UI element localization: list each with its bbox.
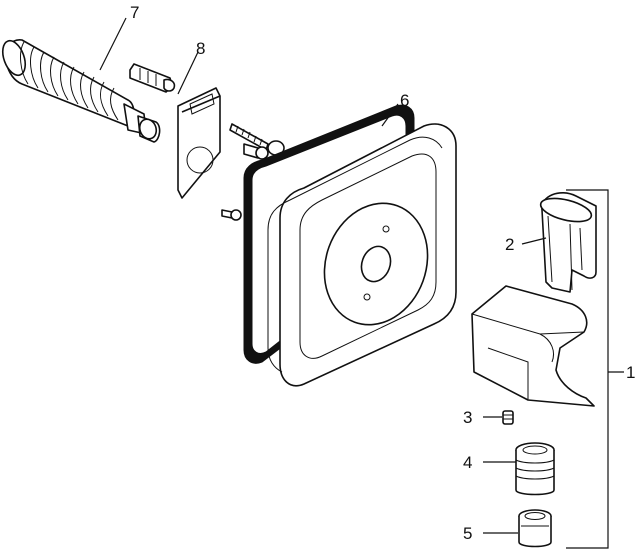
callout-2: 2 (505, 235, 514, 254)
leader-2 (521, 237, 547, 245)
leader-lines (99, 17, 624, 549)
callout-4: 4 (463, 453, 472, 472)
callout-6: 6 (400, 91, 409, 110)
leader-7 (99, 17, 127, 71)
part-5-sleeve (518, 509, 552, 548)
leader-6 (381, 103, 399, 127)
leader-8 (177, 51, 199, 95)
wall-holder-block (471, 285, 595, 407)
part-4-connector (515, 442, 555, 496)
part-3-grub-screw (502, 410, 514, 425)
callout-1: 1 (626, 363, 635, 382)
callout-7: 7 (130, 3, 139, 22)
wall-dowel (129, 63, 176, 93)
callout-labels: 7 8 6 2 1 3 4 5 (130, 3, 635, 543)
part-7-flexible-hose (1, 39, 161, 143)
small-screw-upper (243, 143, 269, 160)
callout-8: 8 (196, 39, 205, 58)
small-screw-lower (221, 209, 242, 221)
bracket-1 (566, 189, 624, 549)
callout-5: 5 (463, 524, 472, 543)
part-2-holder-clip (539, 192, 597, 293)
cover-plate (267, 123, 457, 387)
part-8-mounting-bracket (177, 87, 221, 199)
callout-3: 3 (463, 408, 472, 427)
